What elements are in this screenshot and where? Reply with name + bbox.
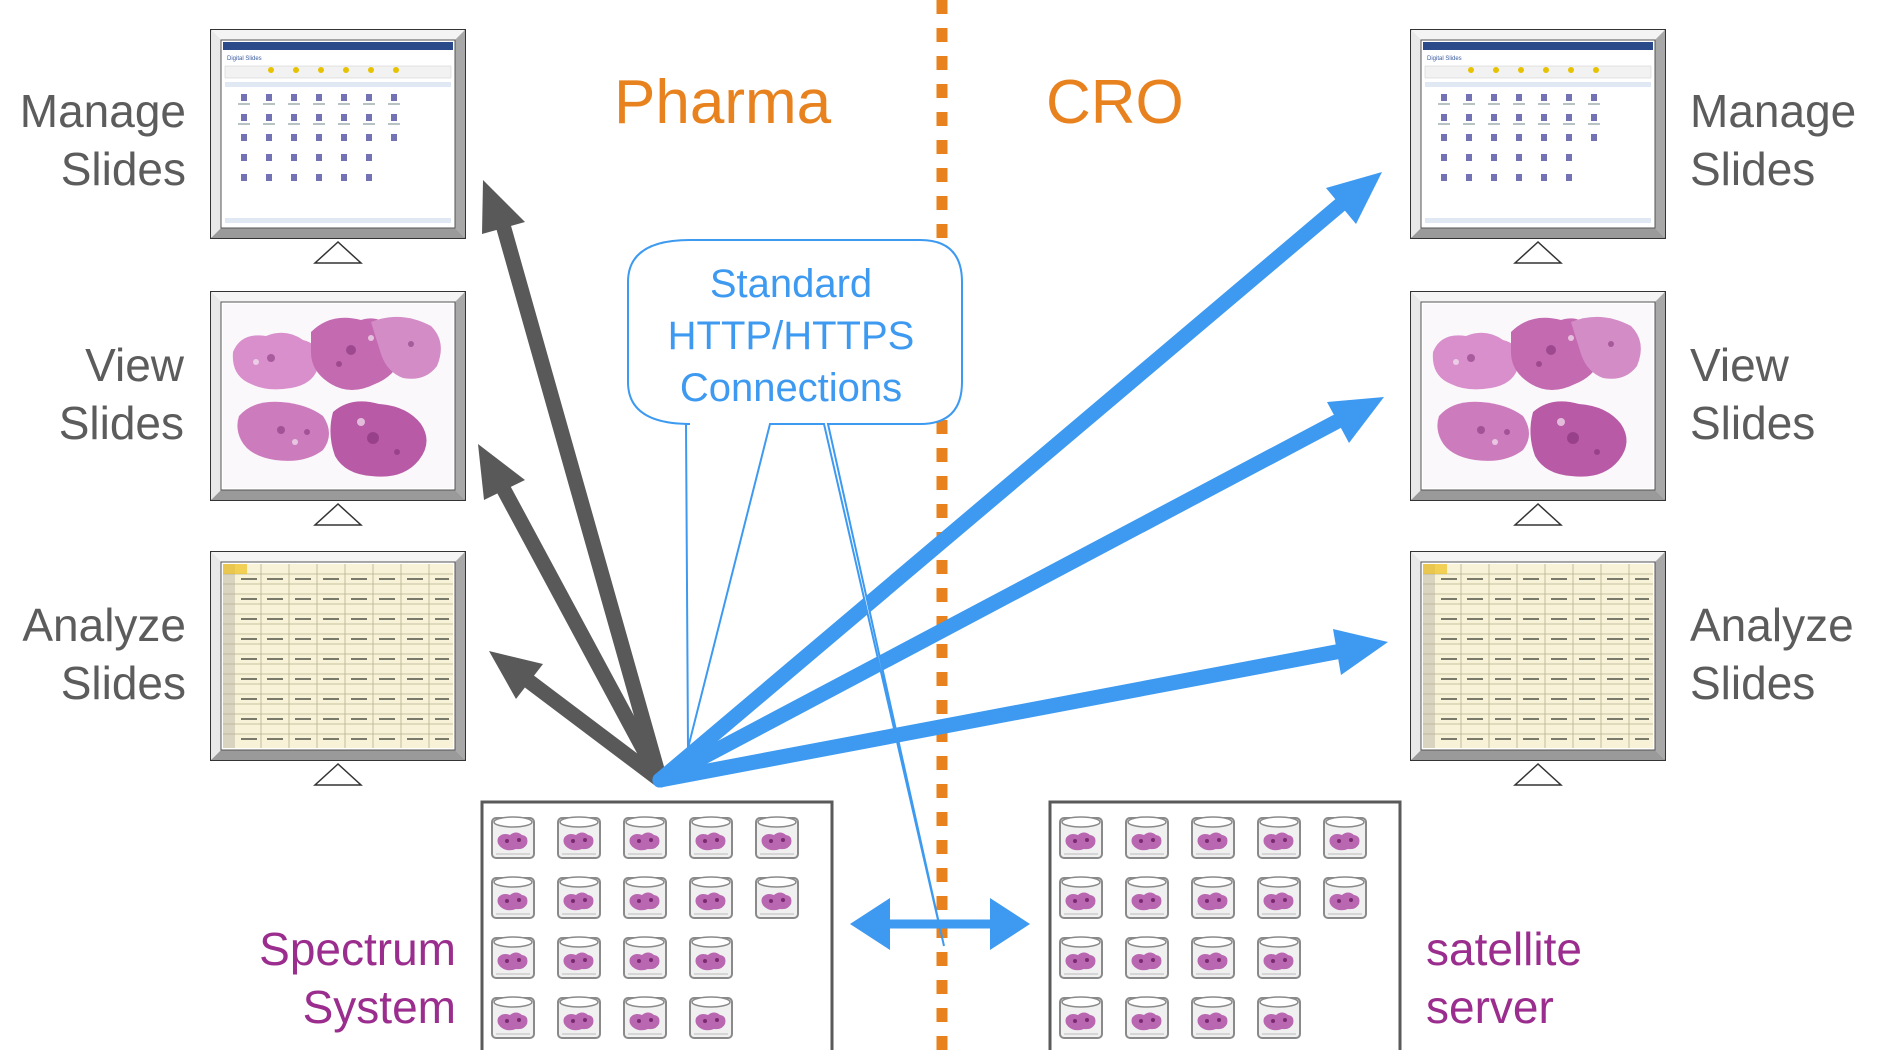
connections-callout bbox=[627, 239, 963, 947]
monitor-view-left bbox=[210, 291, 466, 526]
sync-arrow bbox=[850, 898, 1030, 950]
left-analyze-label: Analyze Slides bbox=[0, 596, 186, 712]
satellite-server-box bbox=[1048, 800, 1402, 1050]
arrows-right bbox=[652, 172, 1388, 788]
monitor-manage-left bbox=[210, 29, 466, 264]
spectrum-server-box bbox=[480, 800, 834, 1050]
right-manage-line2: Slides bbox=[1690, 143, 1816, 195]
callout-line2: HTTP/HTTPS bbox=[667, 314, 915, 358]
arrows-left bbox=[478, 180, 668, 788]
cro-label: CRO bbox=[1046, 68, 1184, 137]
monitor-view-right bbox=[1410, 291, 1666, 526]
monitor-analyze-right bbox=[1410, 551, 1666, 786]
left-manage-line2: Slides bbox=[60, 143, 186, 195]
left-view-label: View Slides bbox=[0, 336, 184, 452]
callout-line3: Connections bbox=[679, 366, 903, 410]
left-view-line2: Slides bbox=[58, 397, 184, 449]
left-analyze-line2: Slides bbox=[60, 657, 186, 709]
left-manage-line1: Manage bbox=[19, 85, 186, 137]
right-manage-label: Manage Slides bbox=[1690, 82, 1856, 198]
right-manage-line1: Manage bbox=[1690, 85, 1857, 137]
callout-line1: Standard bbox=[709, 262, 873, 306]
right-view-line2: Slides bbox=[1690, 397, 1816, 449]
right-view-line1: View bbox=[1690, 339, 1789, 391]
satellite-line1: satellite bbox=[1426, 923, 1582, 975]
right-analyze-line1: Analyze bbox=[1690, 599, 1854, 651]
left-view-line1: View bbox=[85, 339, 184, 391]
monitor-manage-right bbox=[1410, 29, 1666, 264]
spectrum-line2: System bbox=[302, 981, 456, 1033]
pharma-label: Pharma bbox=[614, 68, 832, 137]
right-analyze-line2: Slides bbox=[1690, 657, 1816, 709]
right-analyze-label: Analyze Slides bbox=[1690, 596, 1854, 712]
left-analyze-line1: Analyze bbox=[22, 599, 186, 651]
right-view-label: View Slides bbox=[1690, 336, 1815, 452]
spectrum-line1: Spectrum bbox=[259, 923, 456, 975]
spectrum-system-label: Spectrum System bbox=[200, 920, 456, 1036]
left-manage-label: Manage Slides bbox=[0, 82, 186, 198]
satellite-line2: server bbox=[1426, 981, 1554, 1033]
callout-text: Standard HTTP/HTTPS Connections bbox=[626, 258, 956, 414]
satellite-server-label: satellite server bbox=[1426, 920, 1582, 1036]
monitor-analyze-left bbox=[210, 551, 466, 786]
